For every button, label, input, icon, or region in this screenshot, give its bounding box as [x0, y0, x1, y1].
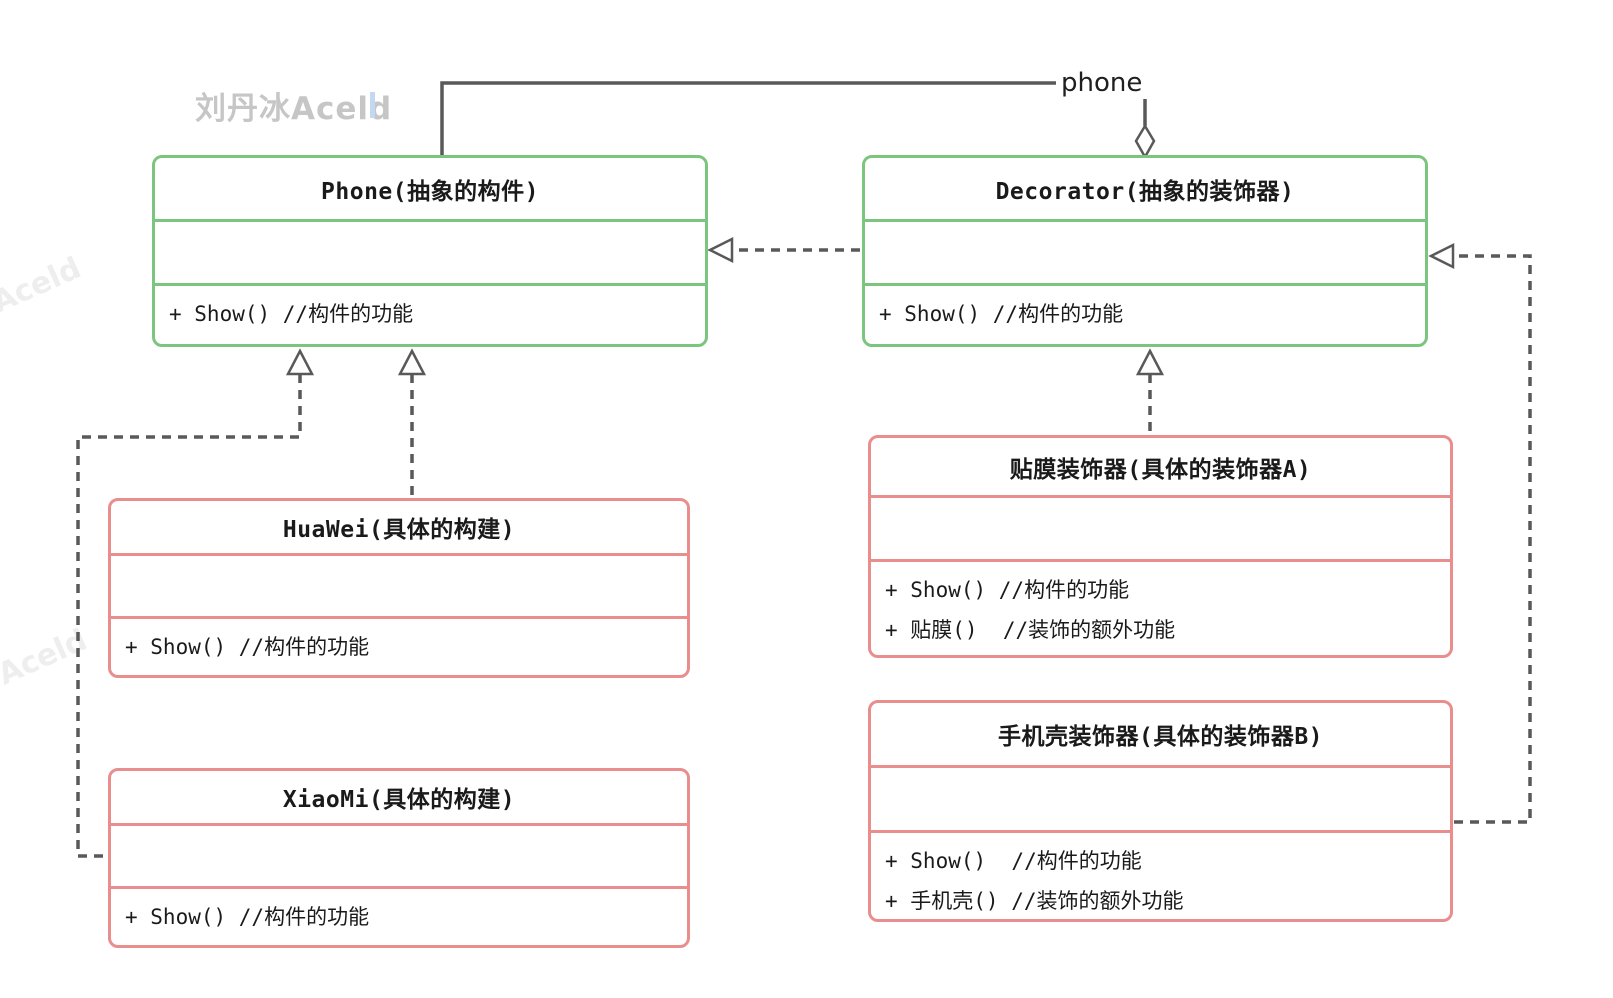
method-line: + Show() //构件的功能	[879, 302, 1124, 326]
hollow-triangle-icon	[1135, 348, 1165, 376]
class-methods: + Show() //构件的功能	[111, 619, 687, 675]
class-methods: + Show() //构件的功能	[111, 889, 687, 945]
method-line: + Show() //构件的功能	[885, 849, 1142, 873]
class-attributes-empty	[871, 768, 1450, 833]
class-methods: + Show() //构件的功能	[865, 286, 1425, 344]
class-attributes-empty	[111, 826, 687, 889]
class-attributes-empty	[111, 556, 687, 619]
hollow-triangle-icon	[707, 236, 734, 264]
class-title: Phone(抽象的构件)	[155, 158, 705, 222]
method-line: + Show() //构件的功能	[169, 302, 414, 326]
class-title: 贴膜装饰器(具体的装饰器A)	[871, 438, 1450, 498]
class-box-huawei: HuaWei(具体的构建) + Show() //构件的功能	[108, 498, 690, 678]
hollow-triangle-icon	[285, 348, 315, 376]
class-methods: + Show() //构件的功能	[155, 286, 705, 344]
cursor-artifact	[370, 92, 375, 118]
class-title: 手机壳装饰器(具体的装饰器B)	[871, 703, 1450, 768]
class-methods: + Show() //构件的功能 + 贴膜() //装饰的额外功能	[871, 562, 1450, 655]
aggregation-label: phone	[1056, 67, 1148, 99]
class-methods: + Show() //构件的功能 + 手机壳() //装饰的额外功能	[871, 833, 1450, 921]
class-attributes-empty	[155, 222, 705, 286]
class-box-film-decorator: 贴膜装饰器(具体的装饰器A) + Show() //构件的功能 + 贴膜() /…	[868, 435, 1453, 658]
class-attributes-empty	[865, 222, 1425, 286]
hollow-triangle-icon	[1428, 242, 1455, 270]
author-watermark: 刘丹冰Aceld	[195, 91, 393, 127]
class-title: HuaWei(具体的构建)	[111, 501, 687, 556]
class-box-xiaomi: XiaoMi(具体的构建) + Show() //构件的功能	[108, 768, 690, 948]
class-box-decorator: Decorator(抽象的装饰器) + Show() //构件的功能	[862, 155, 1428, 347]
class-title: XiaoMi(具体的构建)	[111, 771, 687, 826]
method-line: + 贴膜() //装饰的额外功能	[885, 618, 1176, 642]
method-line: + Show() //构件的功能	[885, 578, 1130, 602]
method-line: + Show() //构件的功能	[125, 635, 370, 659]
side-watermark: Aceld	[0, 250, 87, 321]
method-line: + 手机壳() //装饰的额外功能	[885, 889, 1184, 913]
class-box-case-decorator: 手机壳装饰器(具体的装饰器B) + Show() //构件的功能 + 手机壳()…	[868, 700, 1453, 922]
aggregation-line	[440, 81, 1147, 156]
method-line: + Show() //构件的功能	[125, 905, 370, 929]
class-title: Decorator(抽象的装饰器)	[865, 158, 1425, 222]
hollow-triangle-icon	[397, 348, 427, 376]
class-attributes-empty	[871, 498, 1450, 562]
class-box-phone: Phone(抽象的构件) + Show() //构件的功能	[152, 155, 708, 347]
aggregation-diamond-icon	[1134, 123, 1156, 160]
side-watermark: Aceld	[0, 622, 93, 693]
realization-line-case-decorator	[1453, 254, 1532, 824]
